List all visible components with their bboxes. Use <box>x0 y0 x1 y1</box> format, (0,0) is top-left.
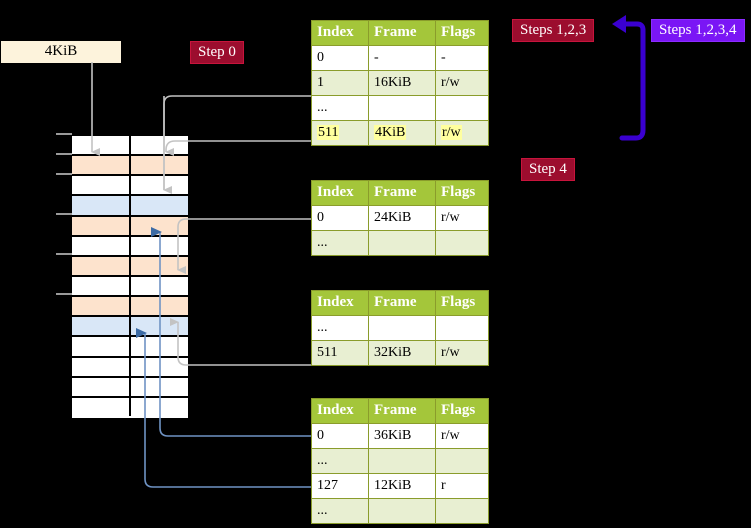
table-header-frame: Frame <box>368 290 436 316</box>
memory-tick <box>56 173 72 175</box>
memtag-4kib: 4KiB <box>0 40 122 64</box>
table-cell <box>435 448 489 474</box>
table-cell: ... <box>311 498 369 524</box>
table-cell <box>435 95 489 121</box>
table-cell: r/w <box>435 205 489 231</box>
table-cell: ... <box>311 448 369 474</box>
table-cell: 0 <box>311 423 369 449</box>
connector-level3-to-memory <box>170 318 311 366</box>
table-cell: - <box>368 45 436 71</box>
table-header-index: Index <box>311 180 369 206</box>
table-cell: r/w <box>435 423 489 449</box>
table-cell: 0 <box>311 45 369 71</box>
memory-tick <box>56 293 72 295</box>
badge-steps-1234: Steps 1,2,3,4 <box>651 19 745 42</box>
table-row: ... <box>311 315 489 341</box>
table-header-index: Index <box>311 290 369 316</box>
table-header-index: Index <box>311 20 369 46</box>
table-cell: 24KiB <box>368 205 436 231</box>
table-cell: 32KiB <box>368 340 436 366</box>
badge-step-0-label: Step 0 <box>198 44 236 60</box>
badge-step-0: Step 0 <box>190 41 244 64</box>
badge-steps-1234-label: Steps 1,2,3,4 <box>659 22 737 38</box>
table-cell <box>368 498 436 524</box>
connector-level2-to-memory <box>177 218 311 274</box>
table-cell: 36KiB <box>368 423 436 449</box>
table-row: ... <box>311 498 489 524</box>
table-cell: 511 <box>311 340 369 366</box>
table-row: ... <box>311 448 489 474</box>
blue-bracket-arrowhead <box>612 15 626 33</box>
table-cell: r <box>435 473 489 499</box>
badge-steps-123: Steps 1,2,3 <box>512 19 595 42</box>
memtag-label: 4KiB <box>44 43 78 59</box>
table-header-flags: Flags <box>435 290 489 316</box>
table-header-flags: Flags <box>435 180 489 206</box>
table-cell <box>435 498 489 524</box>
table-cell: 4KiB <box>368 120 436 146</box>
table-row: ... <box>311 230 489 256</box>
table-cell: r/w <box>435 120 489 146</box>
table-cell: r/w <box>435 70 489 96</box>
table-header-frame: Frame <box>368 398 436 424</box>
blue-bracket-shaft <box>619 27 646 141</box>
table-cell: r/w <box>435 340 489 366</box>
memory-tick <box>56 133 72 135</box>
table-cell: - <box>435 45 489 71</box>
table-cell <box>368 95 436 121</box>
table-header-flags: Flags <box>435 398 489 424</box>
table-header-index: Index <box>311 398 369 424</box>
badge-step-4-label: Step 4 <box>529 161 567 177</box>
table-header-frame: Frame <box>368 180 436 206</box>
table-cell: 16KiB <box>368 70 436 96</box>
table-cell <box>435 315 489 341</box>
badge-steps-123-label: Steps 1,2,3 <box>520 22 587 38</box>
table-row: ... <box>311 95 489 121</box>
table-header-frame: Frame <box>368 20 436 46</box>
table-cell: 0 <box>311 205 369 231</box>
memory-tick <box>56 213 72 215</box>
table-cell: ... <box>311 315 369 341</box>
memory-tick <box>56 253 72 255</box>
memory-column-divider <box>129 134 131 416</box>
table-cell: ... <box>311 230 369 256</box>
table-cell: 127 <box>311 473 369 499</box>
table-row: 0-- <box>311 45 489 71</box>
table-cell: ... <box>311 95 369 121</box>
table-cell <box>368 448 436 474</box>
table-cell <box>435 230 489 256</box>
table-cell: 12KiB <box>368 473 436 499</box>
table-cell <box>368 230 436 256</box>
table-header-flags: Flags <box>435 20 489 46</box>
badge-step-4: Step 4 <box>521 158 575 181</box>
table-cell <box>368 315 436 341</box>
blue-bracket-elbow <box>623 21 646 33</box>
table-cell: 1 <box>311 70 369 96</box>
memory-tick <box>56 153 72 155</box>
table-cell: 511 <box>311 120 369 146</box>
